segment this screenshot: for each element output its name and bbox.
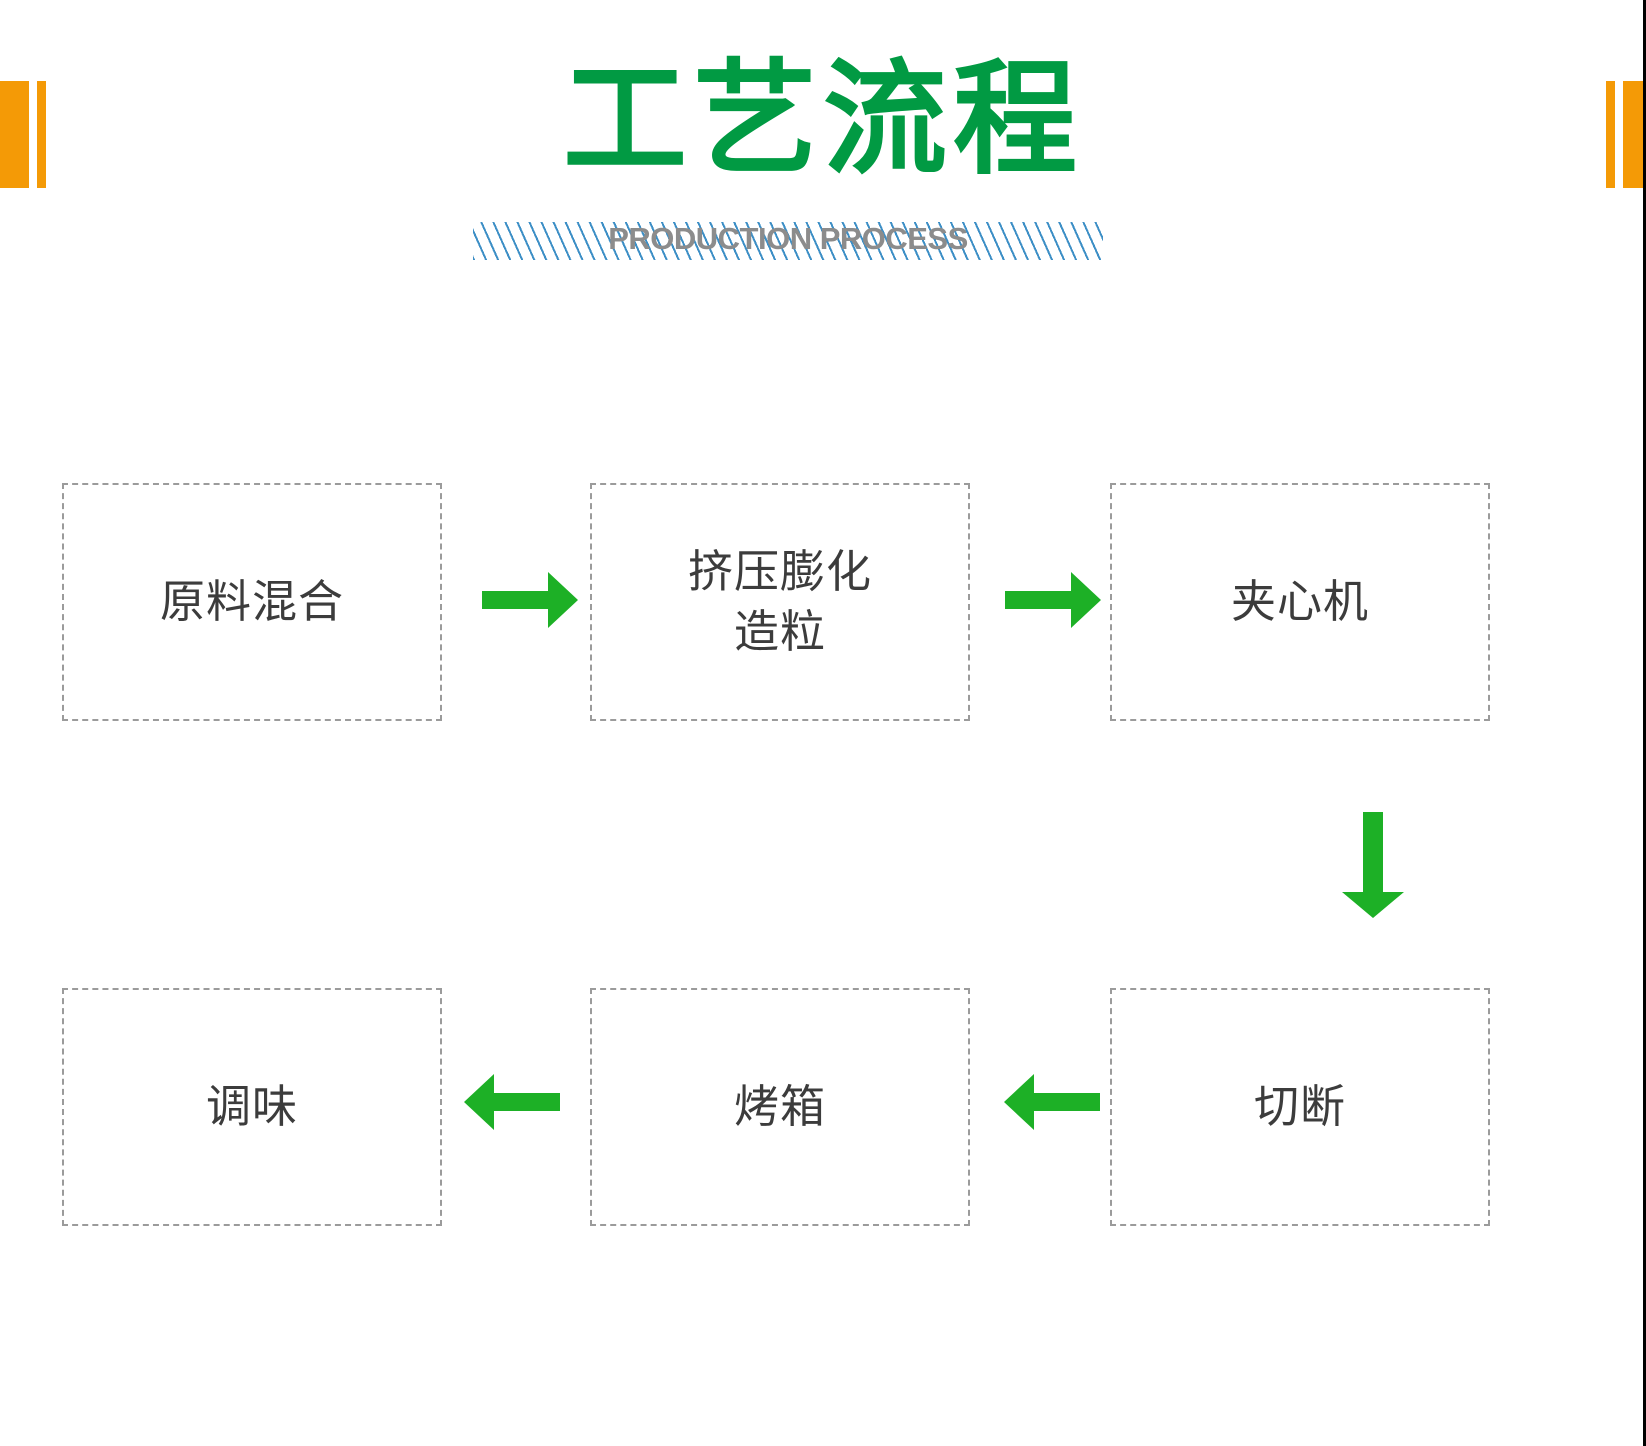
arrow-right-icon — [1005, 560, 1105, 640]
decoration-bar-right-wide — [1623, 81, 1644, 188]
flow-box-label: 调味 — [205, 1081, 298, 1133]
decoration-bar-left-thin — [37, 81, 46, 188]
decoration-bar-right-thin — [1606, 81, 1615, 188]
slide-header: 工艺流程 PRODUCTION PROCESS — [0, 0, 1646, 300]
flow-box-step-6[interactable]: 调味 — [62, 988, 442, 1226]
arrow-left-icon — [460, 1062, 560, 1142]
flow-box-label: 烤箱 — [733, 1081, 826, 1133]
flow-box-step-4[interactable]: 切断 — [1110, 988, 1490, 1226]
arrow-down-icon — [1330, 812, 1416, 920]
flow-box-step-1[interactable]: 原料混合 — [62, 483, 442, 721]
page-subtitle: PRODUCTION PROCESS — [608, 221, 968, 256]
flow-box-label: 挤压膨化 造粒 — [687, 546, 872, 657]
subtitle-block: PRODUCTION PROCESS — [473, 216, 1103, 262]
arrow-left-icon — [1000, 1062, 1100, 1142]
arrow-right-icon — [482, 560, 582, 640]
flow-box-label: 原料混合 — [159, 576, 344, 628]
flow-box-label: 夹心机 — [1230, 576, 1369, 628]
page-title: 工艺流程 — [562, 51, 1083, 189]
decoration-bar-left-wide — [0, 81, 29, 188]
flow-box-step-3[interactable]: 夹心机 — [1110, 483, 1490, 721]
right-edge-line — [1643, 0, 1646, 1446]
flow-box-label: 切断 — [1253, 1081, 1346, 1133]
flow-box-step-5[interactable]: 烤箱 — [590, 988, 970, 1226]
flow-box-step-2[interactable]: 挤压膨化 造粒 — [590, 483, 970, 721]
diagonal-hatch-pattern — [473, 222, 1103, 260]
